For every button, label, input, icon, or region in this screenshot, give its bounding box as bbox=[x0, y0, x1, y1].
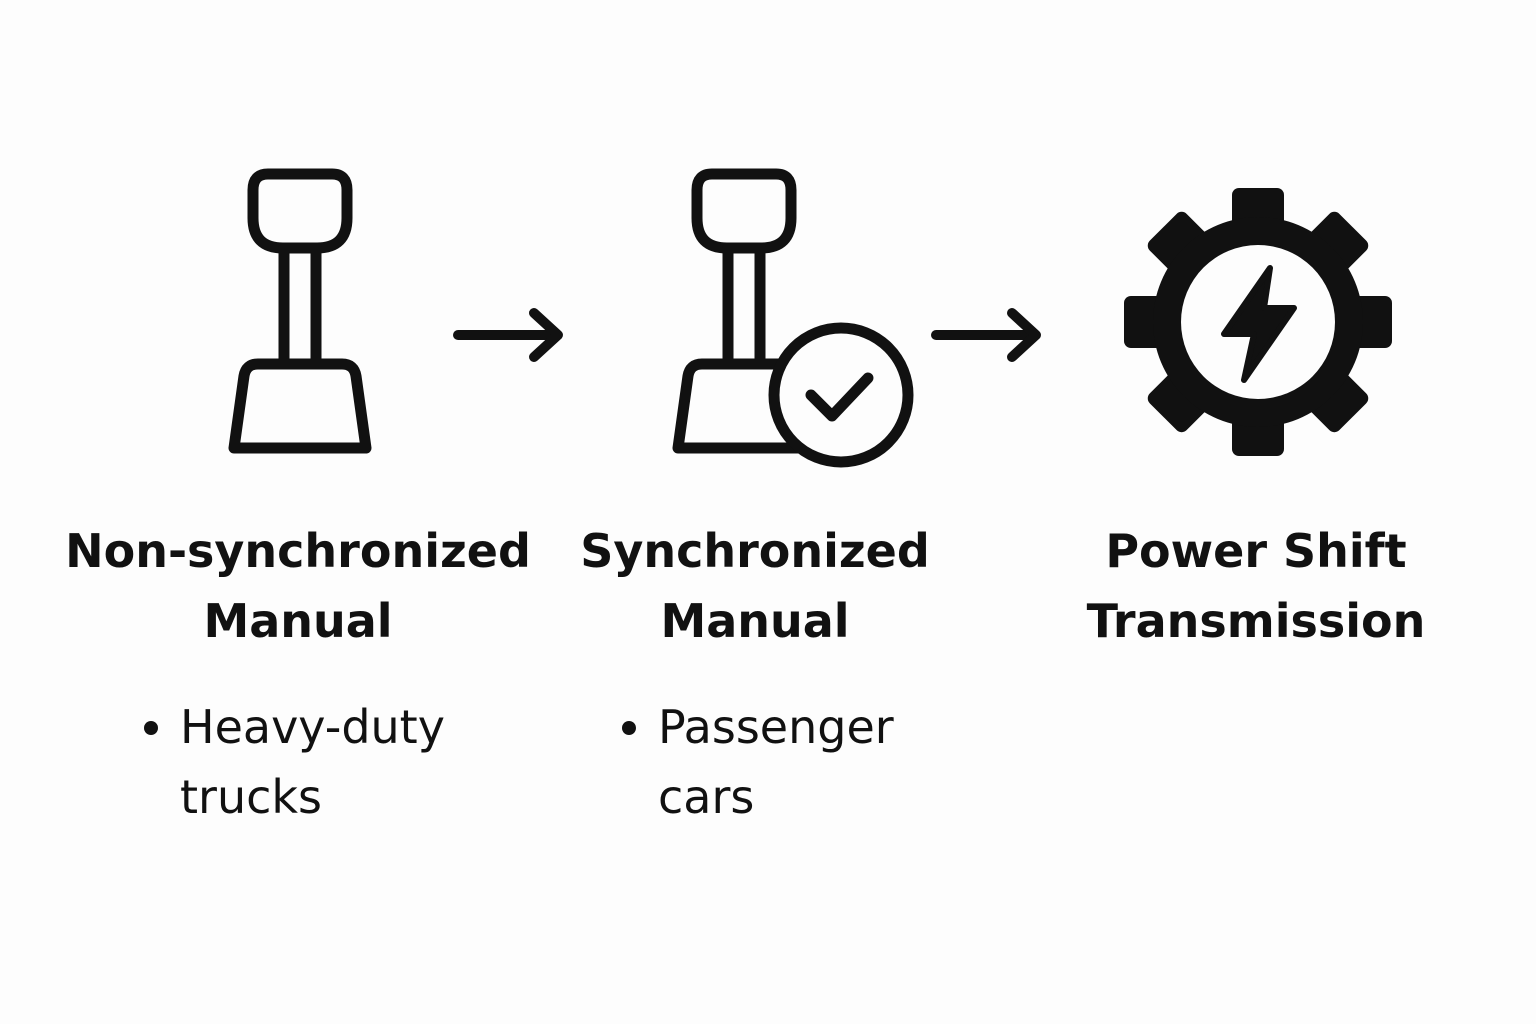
gear-lightning-icon bbox=[1124, 188, 1392, 456]
gear-shift-lever-icon bbox=[228, 168, 372, 454]
right-arrow-icon bbox=[931, 308, 1041, 362]
bullet-line: Heavy-duty bbox=[180, 700, 445, 754]
bullet-passenger-cars: Passenger cars bbox=[622, 692, 942, 832]
title-line: Manual bbox=[660, 594, 850, 648]
bullet-line: Passenger bbox=[658, 700, 894, 754]
stage-title-power-shift-transmission: Power Shift Transmission bbox=[1036, 516, 1476, 656]
stage-title-synchronized-manual: Synchronized Manual bbox=[555, 516, 955, 656]
bullet-text: Heavy-duty trucks bbox=[180, 692, 445, 832]
right-arrow-icon bbox=[453, 308, 563, 362]
bullet-line: trucks bbox=[180, 770, 322, 824]
bullet-heavy-duty-trucks: Heavy-duty trucks bbox=[144, 692, 484, 832]
bullet-dot bbox=[144, 721, 158, 735]
bullet-dot bbox=[622, 721, 636, 735]
title-line: Transmission bbox=[1086, 594, 1426, 648]
title-line: Power Shift bbox=[1105, 524, 1407, 578]
title-line: Manual bbox=[203, 594, 393, 648]
title-line: Synchronized bbox=[580, 524, 930, 578]
bullet-text: Passenger cars bbox=[658, 692, 894, 832]
stage-title-non-synchronized-manual: Non-synchronized Manual bbox=[48, 516, 548, 656]
bullet-line: cars bbox=[658, 770, 755, 824]
title-line: Non-synchronized bbox=[65, 524, 531, 578]
gear-shift-lever-check-icon bbox=[672, 168, 914, 468]
